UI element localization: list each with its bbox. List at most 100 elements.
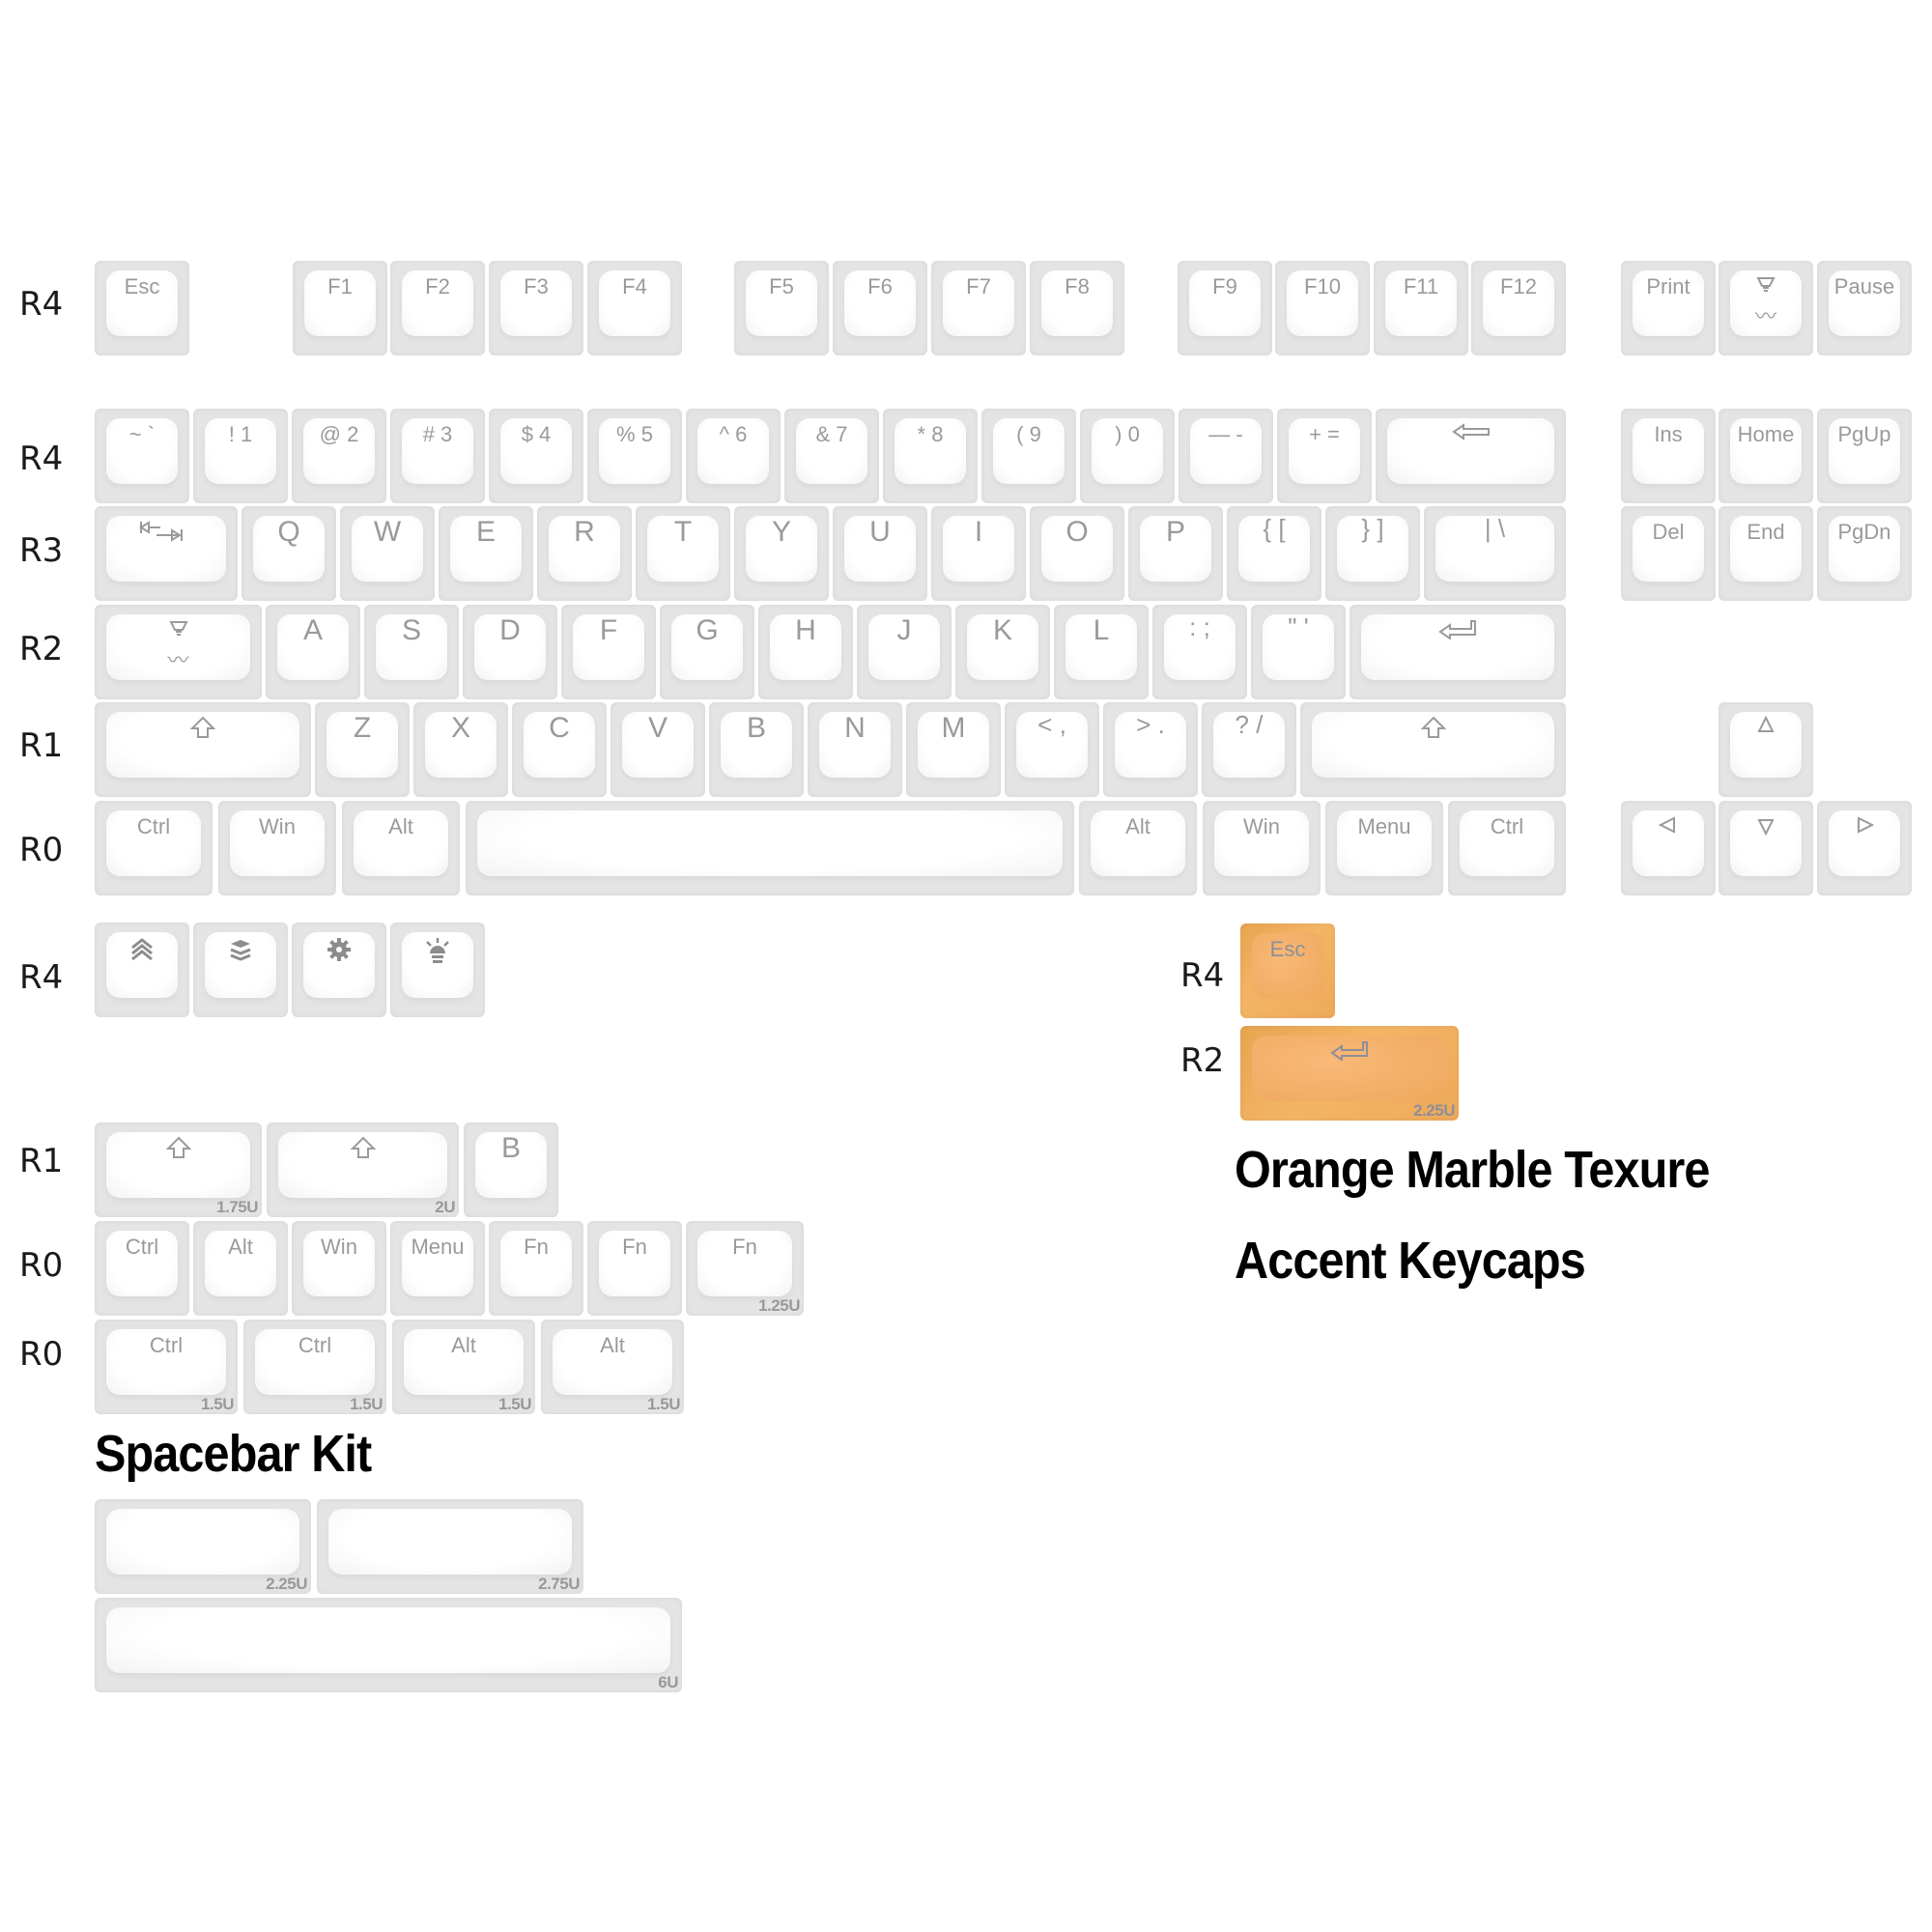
key-equals[interactable]: + = [1277,409,1372,503]
key-ins[interactable]: Ins [1621,409,1716,503]
key-4[interactable]: $ 4 [489,409,583,503]
key-spacebar-275u[interactable]: 2.75U [317,1499,583,1594]
key-right-shift[interactable] [1300,702,1566,797]
key-lbracket[interactable]: { [ [1227,506,1321,601]
key-home[interactable]: Home [1719,409,1813,503]
key-q[interactable]: Q [242,506,336,601]
key-f6[interactable]: F6 [833,261,927,355]
key-backspace[interactable] [1376,409,1566,503]
key-layers[interactable] [193,923,288,1017]
key-fn-2[interactable]: Fn [587,1221,682,1316]
key-menu-extra[interactable]: Menu [390,1221,485,1316]
key-f5[interactable]: F5 [734,261,829,355]
key-8[interactable]: * 8 [883,409,978,503]
key-f[interactable]: F [561,605,656,699]
orange-key-enter[interactable]: 2.25U [1240,1026,1459,1121]
key-shift-175u[interactable]: 1.75U [95,1122,262,1217]
key-f11[interactable]: F11 [1374,261,1468,355]
key-m[interactable]: M [906,702,1001,797]
key-w[interactable]: W [340,506,435,601]
key-f3[interactable]: F3 [489,261,583,355]
key-e[interactable]: E [439,506,533,601]
key-left-ctrl[interactable]: Ctrl [95,801,213,895]
key-3[interactable]: # 3 [390,409,485,503]
key-rbracket[interactable]: } ] [1325,506,1420,601]
key-f2[interactable]: F2 [390,261,485,355]
orange-key-esc[interactable]: Esc [1240,923,1335,1018]
key-spacebar[interactable] [466,801,1074,895]
key-end[interactable]: End [1719,506,1813,601]
key-comma[interactable]: < , [1005,702,1099,797]
key-arrow-left[interactable] [1621,801,1716,895]
key-pgdn[interactable]: PgDn [1817,506,1912,601]
key-f1[interactable]: F1 [293,261,387,355]
key-fn-1[interactable]: Fn [489,1221,583,1316]
key-z[interactable]: Z [315,702,410,797]
key-r[interactable]: R [537,506,632,601]
key-left-alt[interactable]: Alt [342,801,460,895]
key-o[interactable]: O [1030,506,1124,601]
key-j[interactable]: J [857,605,952,699]
key-f7[interactable]: F7 [931,261,1026,355]
key-minus[interactable]: — - [1179,409,1273,503]
key-arrow-up[interactable] [1719,702,1813,797]
key-alt-extra[interactable]: Alt [193,1221,288,1316]
key-f10[interactable]: F10 [1275,261,1370,355]
key-del[interactable]: Del [1621,506,1716,601]
key-u[interactable]: U [833,506,927,601]
key-d[interactable]: D [463,605,557,699]
key-arrow-right[interactable] [1817,801,1912,895]
key-semicolon[interactable]: : ; [1152,605,1247,699]
key-n[interactable]: N [808,702,902,797]
key-v[interactable]: V [611,702,705,797]
key-a[interactable]: A [266,605,360,699]
key-scroll-light[interactable]: 〰 [1719,261,1813,355]
key-f9[interactable]: F9 [1178,261,1272,355]
key-shift-2u[interactable]: 2U [267,1122,459,1217]
key-backlight[interactable] [390,923,485,1017]
key-caps[interactable]: 〰 [95,605,262,699]
key-tab[interactable] [95,506,238,601]
key-right-win[interactable]: Win [1203,801,1321,895]
key-b[interactable]: B [709,702,804,797]
key-1[interactable]: ! 1 [193,409,288,503]
key-left-shift[interactable] [95,702,311,797]
key-quote[interactable]: " ' [1251,605,1346,699]
key-9[interactable]: ( 9 [981,409,1076,503]
key-f12[interactable]: F12 [1471,261,1566,355]
key-settings[interactable] [292,923,386,1017]
key-s[interactable]: S [364,605,459,699]
key-menu[interactable]: Menu [1325,801,1443,895]
key-g[interactable]: G [660,605,754,699]
key-arrow-down[interactable] [1719,801,1813,895]
key-right-ctrl[interactable]: Ctrl [1448,801,1566,895]
key-l[interactable]: L [1054,605,1149,699]
key-i[interactable]: I [931,506,1026,601]
key-7[interactable]: & 7 [784,409,879,503]
key-2[interactable]: @ 2 [292,409,386,503]
key-y[interactable]: Y [734,506,829,601]
key-b-extra[interactable]: B [464,1122,558,1217]
key-layer-up[interactable] [95,923,189,1017]
key-x[interactable]: X [413,702,508,797]
key-f4[interactable]: F4 [587,261,682,355]
key-6[interactable]: ^ 6 [686,409,781,503]
key-c[interactable]: C [512,702,607,797]
key-left-win[interactable]: Win [218,801,336,895]
key-5[interactable]: % 5 [587,409,682,503]
key-p[interactable]: P [1128,506,1223,601]
key-backslash[interactable]: | \ [1424,506,1566,601]
key-k[interactable]: K [955,605,1050,699]
key-tilde[interactable]: ~ ` [95,409,189,503]
key-h[interactable]: H [758,605,853,699]
key-f8[interactable]: F8 [1030,261,1124,355]
key-print[interactable]: Print [1621,261,1716,355]
key-win-extra[interactable]: Win [292,1221,386,1316]
key-enter[interactable] [1350,605,1566,699]
key-spacebar-6u[interactable]: 6U [95,1598,682,1692]
key-spacebar-225u[interactable]: 2.25U [95,1499,311,1594]
